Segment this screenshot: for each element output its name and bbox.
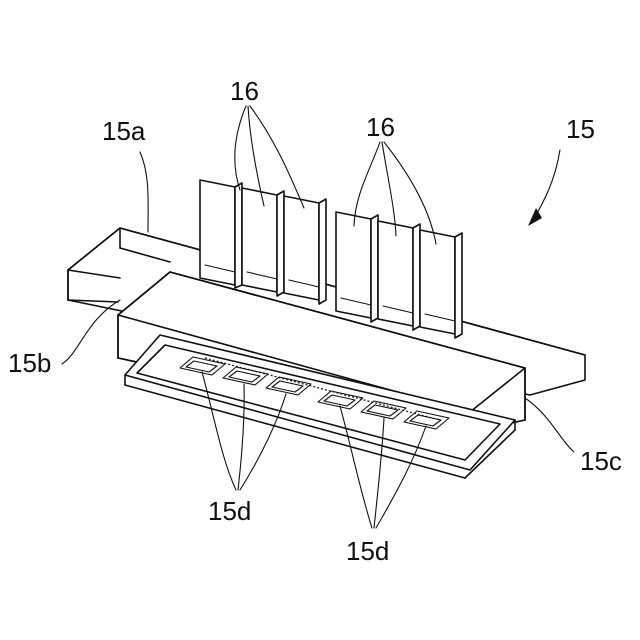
label-15d-right: 15d [346, 536, 389, 566]
label-15d-left: 15d [208, 496, 251, 526]
label-16-left: 16 [230, 76, 259, 106]
label-15a: 15a [102, 116, 146, 146]
label-15c: 15c [580, 446, 622, 476]
arrow-head-icon [528, 208, 542, 226]
label-16-right: 16 [366, 112, 395, 142]
label-15: 15 [566, 114, 595, 144]
label-15b: 15b [8, 348, 51, 378]
